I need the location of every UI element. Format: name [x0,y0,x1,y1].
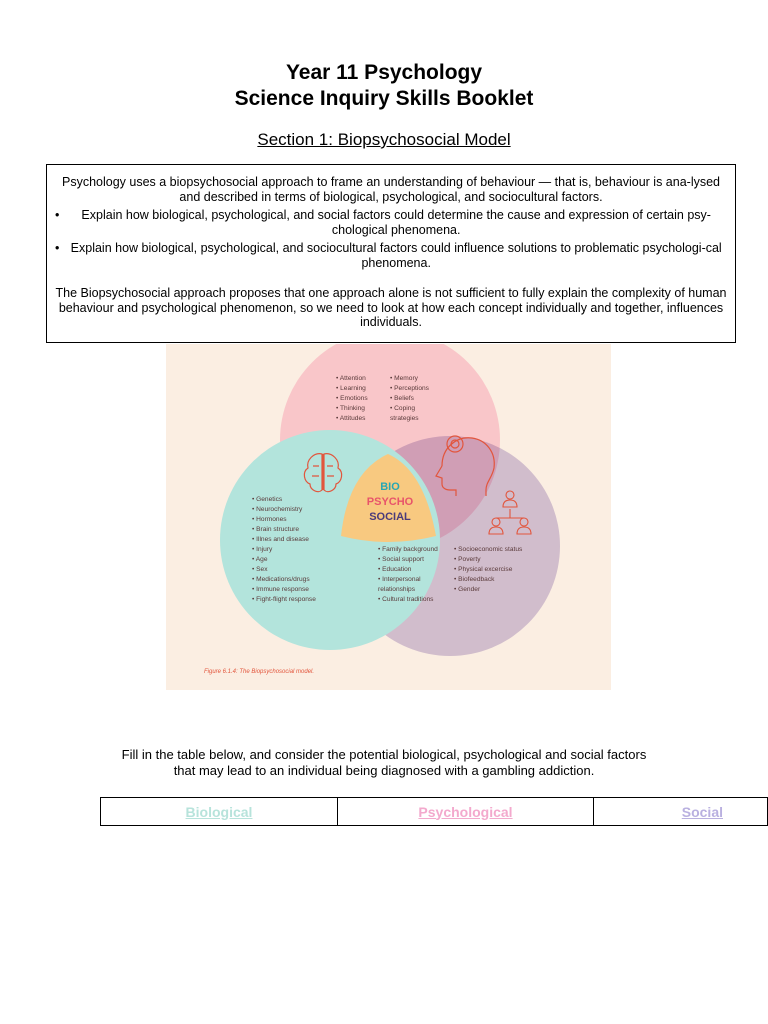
list-item: Medications/drugs [252,575,316,585]
center-label-bio: BIO [380,481,400,493]
instructions-line-2: that may lead to an individual being dia… [173,762,595,778]
list-item: Immune response [252,585,316,595]
document-title-line1: Year 11 Psychology [285,61,483,84]
intro-bullet-1: • Explain how biological, psychological,… [55,208,727,237]
header-psychological[interactable]: Psychological [337,797,594,826]
list-item: Neurochemistry [252,505,316,515]
list-item: Perceptions [390,384,436,394]
list-item: Education [378,565,450,575]
center-label-social: SOCIAL [369,511,411,523]
header-social[interactable]: Social [593,797,768,826]
bullet-dot: • [55,241,60,255]
header-biological[interactable]: Biological [100,797,338,826]
factors-table: Biological Psychological Social [100,797,768,826]
social-list-2: Socioeconomic status Poverty Physical ex… [454,545,522,595]
list-item: Biofeedback [454,575,522,585]
psychological-list-1: Attention Learning Emotions Thinking Att… [336,374,368,424]
table-header-row: Biological Psychological Social [100,797,768,826]
head-gear-icon [435,435,495,496]
intro-box: Psychology uses a biopsychosocial approa… [46,164,736,343]
list-item: Thinking [336,404,368,414]
section-heading: Section 1: Biopsychosocial Model [257,130,511,149]
psychological-list-2: Memory Perceptions Beliefs Coping strate… [390,374,436,424]
social-list-1: Family background Social support Educati… [378,545,450,605]
list-item: Attention [336,374,368,384]
intro-bullet-2: • Explain how biological, psychological,… [55,241,727,270]
biological-list: Genetics Neurochemistry Hormones Brain s… [252,495,316,605]
list-item: Family background [378,545,450,555]
list-item: Coping strategies [390,404,436,424]
list-item: Hormones [252,515,316,525]
list-item: Interpersonal relationships [378,575,450,595]
list-item: Socioeconomic status [454,545,522,555]
list-item: Illnes and disease [252,535,316,545]
list-item: Brain structure [252,525,316,535]
brain-icon [303,453,343,493]
document-title-line2: Science Inquiry Skills Booklet [234,87,534,110]
intro-paragraph-2: The Biopsychosocial approach proposes th… [55,286,727,329]
list-item: Physical excercise [454,565,522,575]
list-item: Sex [252,565,316,575]
biopsychosocial-figure: BIO PSYCHO SOCIAL Attention Learning Emo… [166,344,611,690]
intro-bullet-text: Explain how biological, psychological, a… [81,208,711,237]
intro-paragraph-1: Psychology uses a biopsychosocial approa… [61,175,721,204]
center-overlap [341,454,436,542]
list-item: Attitudes [336,414,368,424]
list-item: Learning [336,384,368,394]
list-item: Beliefs [390,394,436,404]
venn-diagram: BIO PSYCHO SOCIAL [220,344,560,656]
intro-bullet-text: Explain how biological, psychological, a… [70,241,722,270]
figure-caption: Figure 6.1.4: The Biopsychosocial model. [204,669,315,675]
instructions-line-1: Fill in the table below, and consider th… [121,747,647,762]
list-item: Injury [252,545,316,555]
list-item: Fight-flight response [252,595,316,605]
list-item: Cultural traditions [378,595,450,605]
list-item: Poverty [454,555,522,565]
people-network-icon [488,490,532,535]
list-item: Social support [378,555,450,565]
list-item: Memory [390,374,436,384]
list-item: Gender [454,585,522,595]
bullet-dot: • [55,208,60,222]
list-item: Genetics [252,495,316,505]
list-item: Age [252,555,316,565]
table-instructions: Fill in the table below, and consider th… [0,747,768,778]
list-item: Emotions [336,394,368,404]
center-label-psycho: PSYCHO [367,496,414,508]
